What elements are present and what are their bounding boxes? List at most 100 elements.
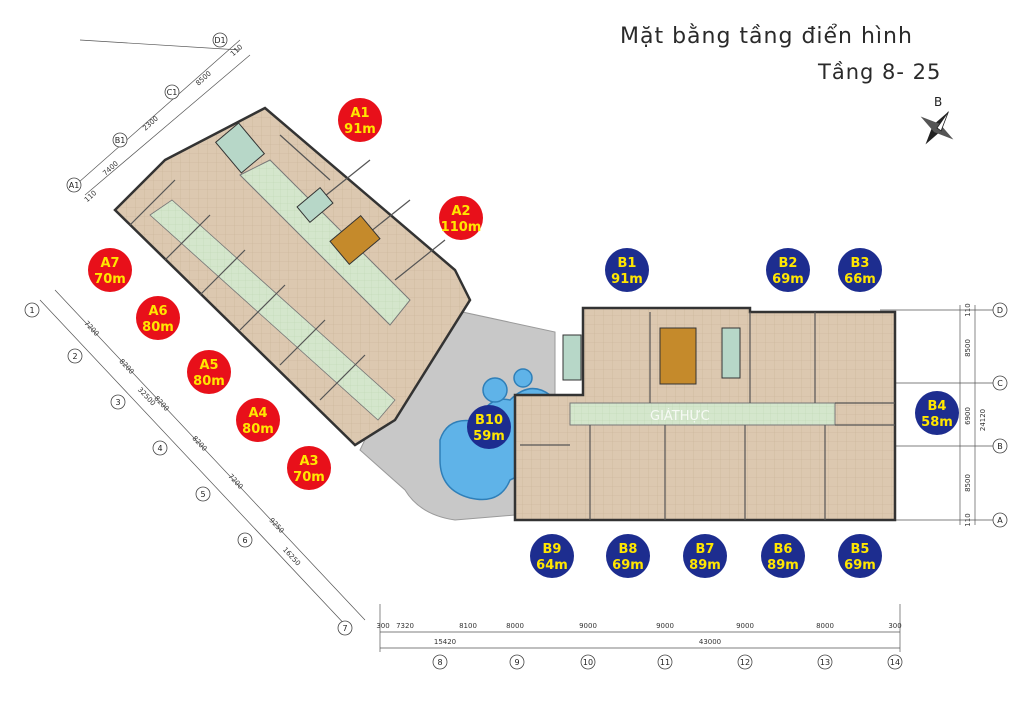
- elevator-core: [659, 327, 697, 385]
- compass-north-letter: B: [934, 95, 942, 109]
- grid-axis-marker: 5: [195, 486, 211, 502]
- unit-code: B10: [475, 413, 503, 428]
- unit-area: 80m: [193, 374, 225, 389]
- dimension-value: 8500: [194, 70, 213, 88]
- grid-axis-marker: 3: [110, 394, 126, 410]
- dimension-value: 110: [964, 513, 972, 526]
- dimension-value: 6900: [964, 407, 972, 425]
- unit-code: B7: [696, 542, 715, 557]
- dimension-total: 16250: [281, 546, 302, 568]
- unit-walls: [520, 312, 895, 520]
- dimension-value: 110: [229, 43, 244, 58]
- dimension-value: 8000: [506, 622, 524, 630]
- dimension-value: 8000: [816, 622, 834, 630]
- grid-axis-label: B: [997, 442, 1003, 451]
- grid-axis-label: D: [997, 306, 1003, 315]
- dimension-value: 9000: [736, 622, 754, 630]
- compass-icon: B: [920, 95, 954, 145]
- grid-axis-label: 10: [583, 658, 593, 667]
- unit-code: A1: [350, 106, 369, 121]
- unit-area: 89m: [689, 558, 721, 573]
- grid-axis-marker: 13: [817, 654, 833, 670]
- grid-axis-marker: B: [992, 438, 1008, 454]
- right-grid-axes: D C B A: [992, 302, 1008, 528]
- dimension-value: 7200: [226, 472, 244, 490]
- stair-core: [214, 122, 266, 174]
- dimension-value: 7320: [396, 622, 414, 630]
- grid-axis-marker: 2: [67, 348, 83, 364]
- grid-axis-marker: C1: [164, 84, 180, 100]
- grid-axis-label: 1: [29, 306, 34, 315]
- unit-code: A7: [100, 256, 119, 271]
- grid-axis-marker: 10: [580, 654, 596, 670]
- dimension-value: 300: [888, 622, 901, 630]
- grid-axis-label: C: [997, 379, 1003, 388]
- unit-area: 58m: [921, 415, 953, 430]
- stair-core: [562, 334, 582, 381]
- grid-axis-label: 13: [820, 658, 830, 667]
- dimension-value: 9000: [656, 622, 674, 630]
- unit-code: A5: [199, 358, 218, 373]
- unit-area: 69m: [612, 558, 644, 573]
- dimension-total: 15420: [434, 638, 456, 646]
- grid-axis-marker: 14: [887, 654, 903, 670]
- grid-axis-marker: B1: [112, 132, 128, 148]
- dimension-total: 24120: [979, 409, 987, 431]
- unit-code: A2: [451, 204, 470, 219]
- unit-code: B4: [928, 399, 947, 414]
- grid-axis-marker: A1: [66, 177, 82, 193]
- dimension-value: 2300: [141, 115, 160, 133]
- grid-axis-label: 12: [740, 658, 750, 667]
- right-dimension-lines: [880, 305, 995, 525]
- page-title: Mặt bằng tầng điển hình: [620, 24, 913, 49]
- unit-area: 70m: [293, 470, 325, 485]
- stair-core: [721, 327, 741, 379]
- unit-code: B9: [543, 542, 562, 557]
- unit-area: 110m: [441, 220, 482, 235]
- grid-axis-label: B1: [115, 136, 126, 145]
- grid-axis-marker: A: [992, 512, 1008, 528]
- dimension-value: 7400: [101, 160, 120, 178]
- dimension-value: 110: [83, 189, 98, 204]
- grid-axis-label: 8: [437, 658, 442, 667]
- unit-code: B1: [618, 256, 637, 271]
- grid-axis-label: D1: [214, 36, 225, 45]
- floor-range: Tầng 8- 25: [818, 60, 942, 84]
- grid-axis-marker: 8: [432, 654, 448, 670]
- unit-area: 69m: [844, 558, 876, 573]
- grid-axis-marker: 6: [237, 532, 253, 548]
- top-grid-axes: A1 B1 C1 D1: [66, 32, 228, 193]
- dimension-total: 43000: [699, 638, 721, 646]
- unit-area: 64m: [536, 558, 568, 573]
- grid-axis-marker: D: [992, 302, 1008, 318]
- grid-axis-label: 6: [242, 536, 247, 545]
- unit-area: 80m: [142, 320, 174, 335]
- grid-axis-label: 11: [660, 658, 670, 667]
- grid-axis-label: 14: [890, 658, 900, 667]
- dimension-value: 110: [964, 303, 972, 316]
- left-dimension-lines: [39, 39, 366, 631]
- unit-code: B6: [774, 542, 793, 557]
- unit-area: 91m: [611, 272, 643, 287]
- pool-round: [482, 377, 508, 403]
- unit-area: 89m: [767, 558, 799, 573]
- grid-axis-marker: 9: [509, 654, 525, 670]
- wing-b: GIÁTHỰC: [513, 306, 897, 522]
